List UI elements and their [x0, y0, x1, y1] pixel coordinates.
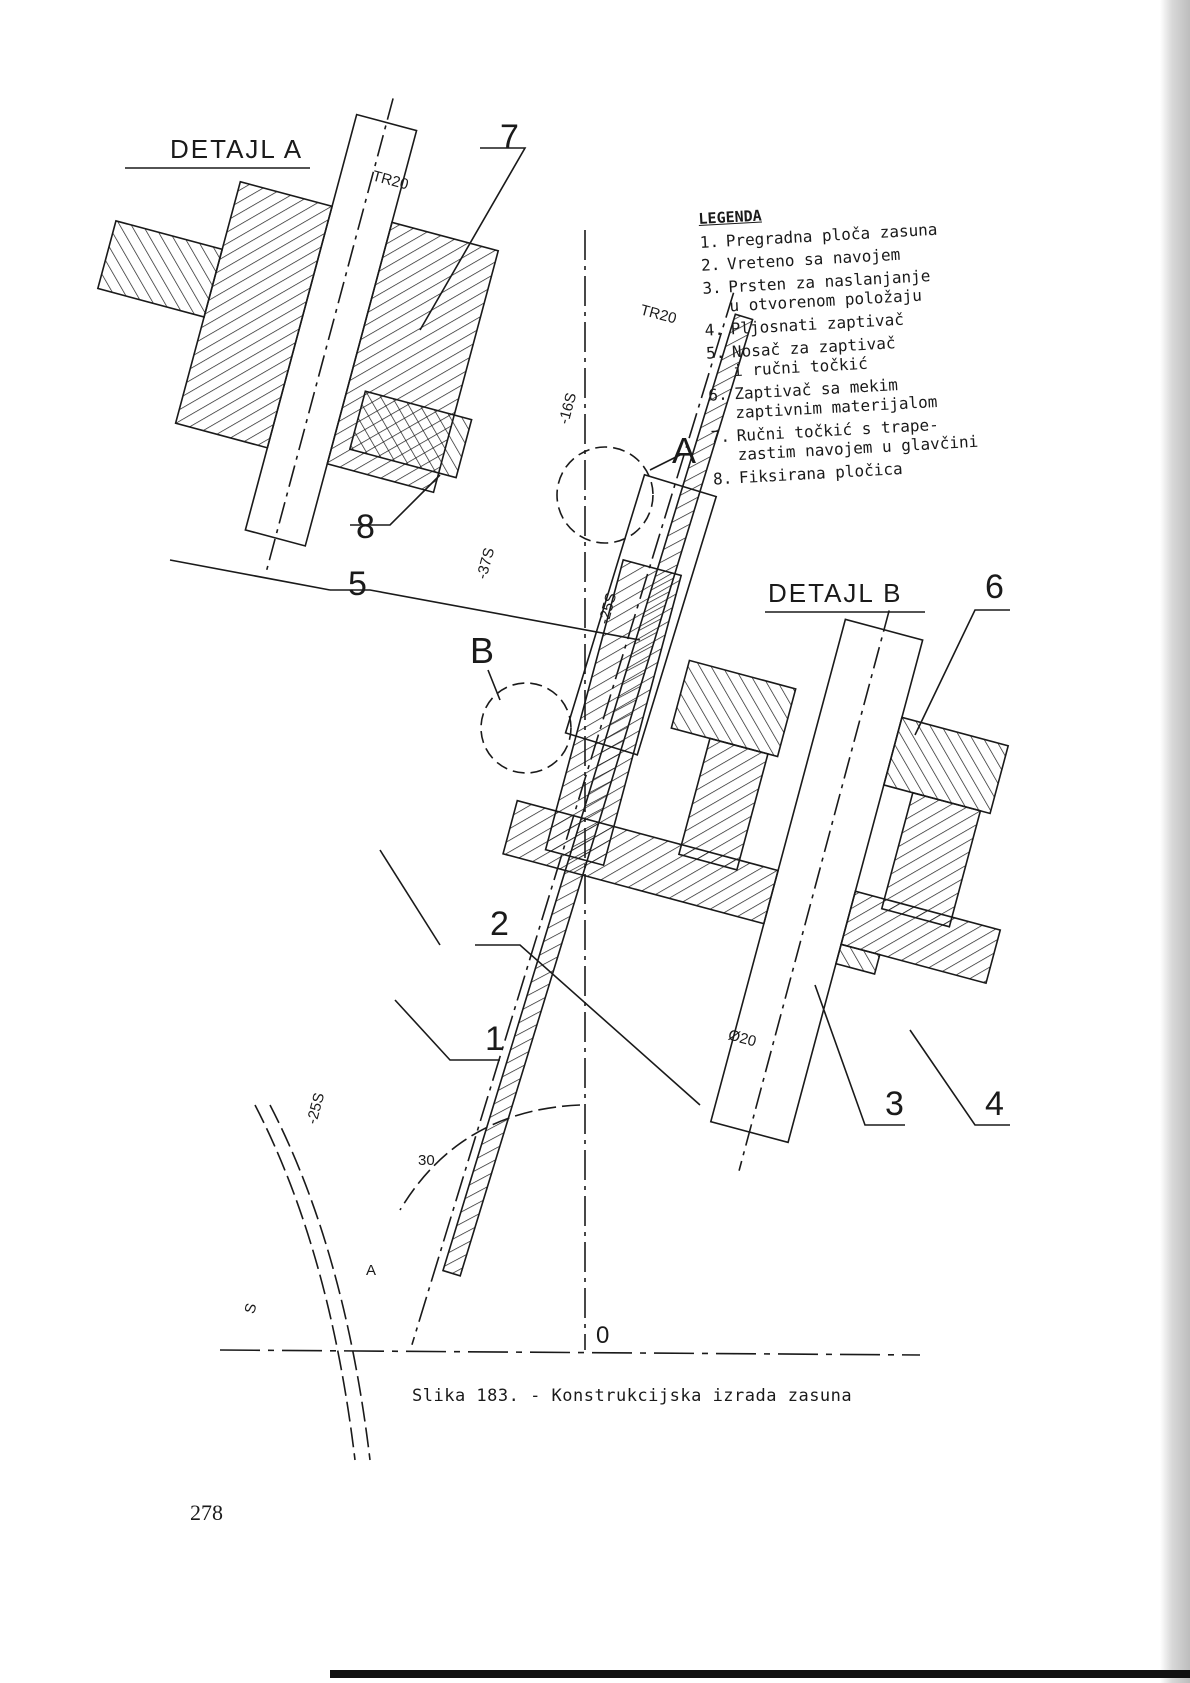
legend-num: 5. [705, 342, 726, 363]
legend-num: 6. [707, 384, 729, 405]
seat-curve-right [269, 1104, 371, 1461]
detail-circle-a [556, 446, 654, 544]
leader-1 [394, 999, 500, 1061]
part-label-1: 1 [485, 1020, 504, 1058]
legend-num: 4. [704, 319, 725, 340]
page-edge-shadow [1160, 0, 1190, 1683]
detail-a-label: DETAJL A [170, 134, 304, 164]
dim-angle-30: 30 [418, 1152, 435, 1169]
detail-b-label: DETAJL B [768, 578, 903, 608]
part-label-4: 4 [985, 1085, 1004, 1123]
figure-caption: Slika 183. - Konstrukcijska izrada zasun… [412, 1386, 853, 1406]
circle-a-label: A [672, 430, 697, 471]
legend: LEGENDA 1.Pregradna ploča zasuna 2.Vrete… [698, 191, 1053, 493]
leader-7 [419, 147, 527, 331]
legend-num: 3. [701, 277, 723, 298]
baseline [219, 1349, 921, 1356]
seat-curve-left [254, 1104, 356, 1461]
leader-5b [169, 559, 331, 591]
leader-3 [814, 984, 905, 1126]
detail-b-seal-right [882, 716, 1010, 815]
part-label-5: 5 [348, 565, 367, 603]
detail-b-ring [834, 943, 881, 976]
leader-5 [330, 589, 641, 641]
leader-2 [475, 944, 701, 1106]
leader-8 [350, 474, 441, 526]
leader-b [487, 669, 501, 701]
detail-a-plate [348, 390, 473, 479]
legend-text: Zaptivač sa mekim zaptivnim materijalom [733, 375, 938, 423]
legend-text: Fiksirana pločica [738, 459, 904, 488]
detail-b-base-left [502, 799, 780, 925]
detail-a-carrier [96, 219, 224, 318]
swing-arc [399, 1104, 581, 1211]
legend-num: 7. [710, 426, 731, 447]
detail-b-seal-left [670, 659, 797, 758]
legend-text: Nosač za zaptivač i ručni točkić [731, 333, 897, 381]
page-bottom-edge [330, 1670, 1190, 1678]
part-label-7: 7 [500, 118, 519, 156]
detail-b-axis [738, 610, 890, 1171]
detail-circle-b [480, 682, 572, 774]
detail-b-base-right [840, 890, 1002, 985]
detail-a-assembly [96, 98, 500, 572]
page-number: 278 [190, 1500, 223, 1525]
leader-4 [909, 1029, 1010, 1126]
leader-2b [379, 849, 441, 946]
leader-6 [914, 609, 1010, 736]
part-label-2: 2 [490, 905, 509, 943]
part-label-3: 3 [885, 1085, 904, 1123]
legend-num: 2. [700, 254, 721, 275]
legend-num: 1. [699, 231, 720, 252]
leader-a [649, 454, 681, 471]
detail-a-axis [265, 98, 394, 572]
legend-num: 8. [712, 468, 733, 489]
part-label-8: 8 [356, 508, 375, 546]
circle-b-label: B [470, 630, 495, 671]
origin-label: 0 [596, 1322, 610, 1349]
legend-text: Prsten za naslanjanje u otvorenom položa… [727, 266, 931, 316]
detail-b-assembly [502, 558, 1010, 1171]
part-label-6: 6 [985, 568, 1004, 606]
point-a-label: A [366, 1262, 377, 1279]
